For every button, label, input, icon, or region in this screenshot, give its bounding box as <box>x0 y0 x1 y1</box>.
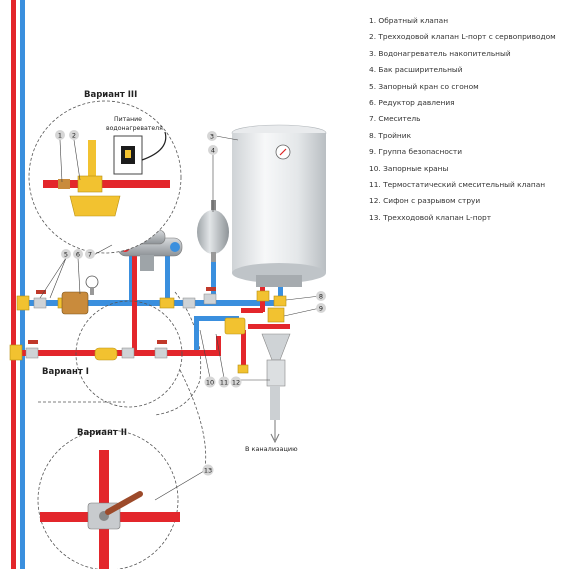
legend-item: 13. Трехходовой клапан L-порт <box>369 212 492 222</box>
svg-text:13: 13 <box>204 467 212 475</box>
callout-7: 7 <box>85 249 95 259</box>
svg-text:8: 8 <box>319 293 323 301</box>
svg-text:6: 6 <box>76 251 80 259</box>
svg-text:3: 3 <box>210 133 214 141</box>
callout-9: 9 <box>316 303 326 313</box>
dashed-guides <box>38 291 207 469</box>
siphon-drain <box>261 333 291 444</box>
variant-3-detail <box>28 100 182 254</box>
callout-3: 3 <box>207 131 217 141</box>
legend-item: 4. Бак расширительный <box>369 65 463 75</box>
variant-2-title: Вариант II <box>77 428 127 438</box>
callout-6: 6 <box>73 249 83 259</box>
callout-11: 11 <box>218 376 230 388</box>
variant-2-detail <box>37 429 180 571</box>
legend-item: 12. Сифон с разрывом струи <box>369 196 481 206</box>
drain-label: В канализацию <box>245 445 298 453</box>
svg-text:10: 10 <box>206 379 214 387</box>
callout-12: 12 <box>230 376 242 388</box>
water-heater-tank <box>231 124 327 287</box>
svg-text:12: 12 <box>232 379 240 387</box>
svg-text:1: 1 <box>58 132 62 140</box>
legend-item: 3. Водонагреватель накопительный <box>369 48 511 58</box>
legend-item: 5. Запорный кран со сгоном <box>369 81 479 91</box>
callout-13: 13 <box>202 464 214 476</box>
svg-text:4: 4 <box>211 147 215 155</box>
svg-text:2: 2 <box>72 132 76 140</box>
cold-riser-pipe <box>20 0 25 569</box>
variant-1-title: Вариант I <box>42 367 89 377</box>
callout-10: 10 <box>204 376 216 388</box>
legend-item: 9. Группа безопасности <box>369 147 463 157</box>
shutoff-valves <box>25 287 217 359</box>
callout-8: 8 <box>316 291 326 301</box>
svg-text:9: 9 <box>319 305 323 313</box>
legend-item: 10. Запорные краны <box>369 163 449 173</box>
svg-text:7: 7 <box>88 251 92 259</box>
hot-riser-pipe <box>11 0 16 569</box>
legend-item: 7. Смеситель <box>369 114 421 124</box>
legend-item: 2. Трехходовой клапан L-порт с сервоприв… <box>369 32 556 42</box>
legend-item: 1. Обратный клапан <box>369 16 449 25</box>
callout-4: 4 <box>208 145 218 155</box>
variant-1-detail <box>75 300 183 408</box>
expansion-tank <box>197 200 229 262</box>
legend-item: 6. Редуктор давления <box>369 97 455 107</box>
svg-text:11: 11 <box>220 379 228 387</box>
legend-item: 11. Термостатический смесительный клапан <box>369 179 546 189</box>
callout-2: 2 <box>69 130 79 140</box>
svg-text:5: 5 <box>64 251 68 259</box>
pressure-reducer <box>61 275 99 315</box>
heater-power-label-2: водонагревателя <box>106 125 163 132</box>
legend: 1. Обратный клапан 2. Трехходовой клапан… <box>369 13 569 226</box>
heater-power-label-1: Питание <box>114 116 142 123</box>
callout-5: 5 <box>61 249 71 259</box>
legend-item: 8. Тройник <box>369 130 412 140</box>
callout-markers: 1 2 3 4 5 6 7 8 9 10 11 12 13 <box>55 130 326 476</box>
variant-3-title: Вариант III <box>84 90 137 100</box>
callout-1: 1 <box>55 130 65 140</box>
